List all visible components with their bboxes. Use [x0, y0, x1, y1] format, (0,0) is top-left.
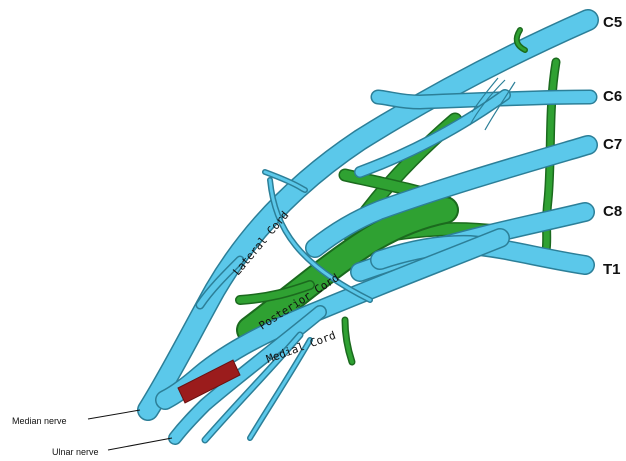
root-label-c7: C7 [603, 136, 622, 153]
root-label-c5: C5 [603, 14, 622, 31]
root-label-c8: C8 [603, 203, 622, 220]
root-label-t1: T1 [603, 261, 621, 278]
median-leader-line [88, 410, 140, 419]
ulnar-nerve-label: Ulnar nerve [52, 447, 99, 457]
ulnar-leader-line [108, 438, 172, 450]
median-nerve-label: Median nerve [12, 416, 67, 426]
root-label-c6: C6 [603, 88, 622, 105]
